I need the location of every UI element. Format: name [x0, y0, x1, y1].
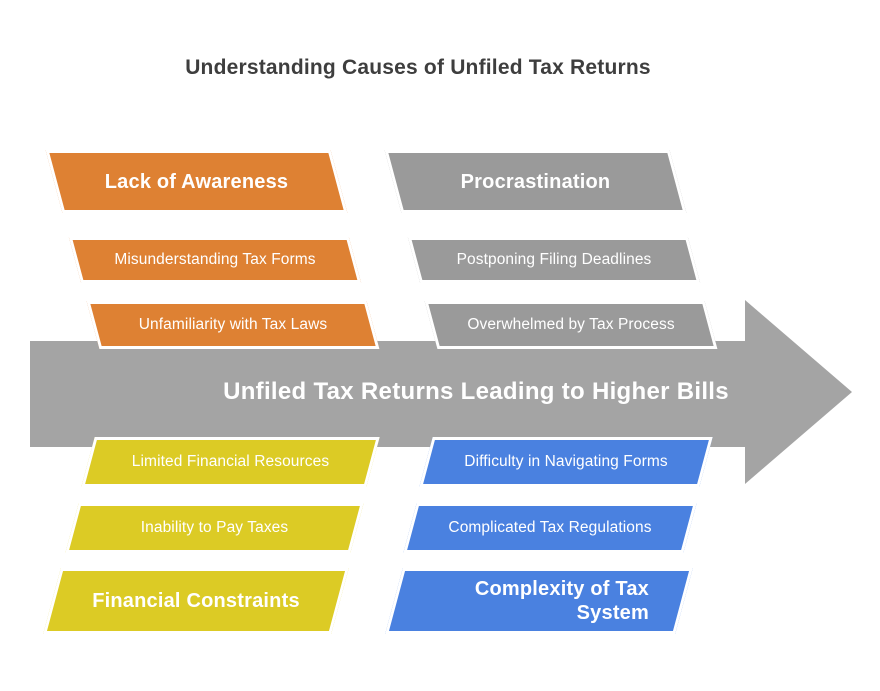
complexity-item-2: Complicated Tax Regulations	[403, 503, 697, 553]
complexity-item-1: Difficulty in Navigating Forms	[419, 437, 713, 487]
group-header-label: Financial Constraints	[92, 590, 300, 612]
financial-constraints-item-2: Inability to Pay Taxes	[65, 503, 364, 553]
lack-of-awareness-item-1: Misunderstanding Tax Forms	[68, 237, 362, 283]
cause-item-label: Misunderstanding Tax Forms	[114, 251, 316, 268]
cause-item-label: Limited Financial Resources	[131, 453, 330, 470]
procrastination-header: Procrastination	[384, 150, 687, 213]
complexity-header: Complexity of Tax System	[385, 568, 693, 634]
cause-item-label: Inability to Pay Taxes	[140, 519, 289, 536]
cause-item-label: Unfamiliarity with Tax Laws	[138, 316, 328, 333]
cause-item-label: Complicated Tax Regulations	[448, 519, 652, 536]
group-header-label: Procrastination	[460, 170, 611, 193]
procrastination-item-2: Overwhelmed by Tax Process	[424, 301, 718, 349]
group-header-label: Lack of Awareness	[104, 170, 289, 193]
financial-constraints-header: Financial Constraints	[43, 568, 349, 634]
lack-of-awareness-header: Lack of Awareness	[45, 150, 348, 213]
cause-item-label: Postponing Filing Deadlines	[456, 251, 652, 268]
lack-of-awareness-item-2: Unfamiliarity with Tax Laws	[86, 301, 380, 349]
financial-constraints-item-1: Limited Financial Resources	[81, 437, 380, 487]
cause-item-label: Difficulty in Navigating Forms	[464, 453, 668, 470]
page-title: Understanding Causes of Unfiled Tax Retu…	[185, 56, 651, 79]
group-header-label: Complexity of Tax System	[474, 578, 649, 624]
cause-item-label: Overwhelmed by Tax Process	[467, 316, 675, 333]
arrow-label: Unfiled Tax Returns Leading to Higher Bi…	[223, 378, 729, 405]
procrastination-item-1: Postponing Filing Deadlines	[407, 237, 701, 283]
